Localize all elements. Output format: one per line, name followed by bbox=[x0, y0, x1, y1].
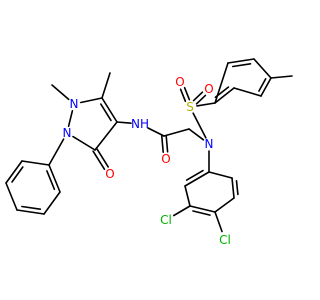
sulfonyl-oxygen-2-label: O bbox=[204, 82, 213, 96]
single-bond bbox=[233, 87, 262, 97]
single-bond bbox=[196, 102, 216, 107]
single-bond bbox=[173, 205, 191, 217]
single-bond bbox=[208, 171, 233, 179]
double-bond-line bbox=[165, 135, 169, 153]
single-bond bbox=[51, 84, 70, 101]
double-bond-line bbox=[92, 150, 106, 170]
single-bond bbox=[21, 160, 50, 166]
single-bond bbox=[214, 62, 229, 104]
single-bond bbox=[48, 138, 65, 166]
double-bond-line bbox=[101, 97, 118, 123]
double-bond-inner-line bbox=[11, 166, 24, 183]
pyrazolone-oxygen-label: O bbox=[105, 167, 114, 181]
double-bond-line bbox=[179, 88, 187, 103]
double-bond-line bbox=[161, 135, 164, 153]
sulfonyl-oxygen-1-label: O bbox=[175, 75, 184, 89]
sulfur-atom-label: S bbox=[186, 100, 194, 114]
double-bond-line bbox=[214, 87, 235, 104]
double-bond-line bbox=[183, 86, 191, 101]
single-bond bbox=[43, 191, 61, 215]
single-bond bbox=[94, 121, 118, 151]
double-bond-line bbox=[195, 94, 207, 105]
double-bond-inner-line bbox=[232, 62, 252, 68]
single-bond bbox=[5, 182, 18, 211]
double-bond-line bbox=[184, 171, 210, 187]
double-bond-line bbox=[96, 148, 109, 168]
double-bond-line bbox=[16, 209, 45, 215]
double-bond-inner-line bbox=[46, 170, 56, 191]
double-bond-inner-line bbox=[100, 103, 112, 122]
double-bond-line bbox=[192, 91, 204, 102]
single-bond bbox=[270, 75, 293, 79]
double-bond-inner-line bbox=[21, 205, 42, 210]
single-bond bbox=[80, 97, 103, 104]
single-bond bbox=[147, 127, 165, 137]
double-bond-line bbox=[231, 177, 235, 199]
ring-nitrogen-1-label: N bbox=[63, 126, 72, 140]
single-bond bbox=[214, 197, 235, 213]
double-bond-inner-line bbox=[235, 180, 239, 196]
nh-atom-label: NH bbox=[131, 117, 149, 131]
single-bond bbox=[253, 58, 272, 79]
double-bond-line bbox=[189, 205, 216, 213]
sulfonamide-nitrogen-label: N bbox=[205, 137, 214, 151]
double-bond-inner-line bbox=[185, 169, 204, 181]
double-bond-line bbox=[260, 77, 272, 97]
double-bond-inner-line bbox=[258, 78, 267, 92]
double-bond-inner-line bbox=[192, 210, 211, 216]
single-bond bbox=[163, 128, 190, 137]
single-bond bbox=[188, 128, 205, 141]
double-bond-line bbox=[5, 160, 23, 184]
single-bond bbox=[72, 135, 96, 151]
single-bond bbox=[67, 110, 74, 127]
single-bond bbox=[101, 72, 111, 99]
single-bond bbox=[192, 112, 207, 139]
ring-nitrogen-2-label: N bbox=[70, 97, 79, 111]
bond-layer bbox=[5, 58, 293, 233]
amide-oxygen-label: O bbox=[161, 152, 170, 166]
single-bond bbox=[184, 185, 191, 207]
chlorine-2-label: Cl bbox=[219, 233, 231, 247]
single-bond bbox=[116, 121, 132, 124]
double-bond-line bbox=[48, 164, 61, 193]
double-bond-line bbox=[227, 58, 255, 64]
chlorine-1-label: Cl bbox=[160, 213, 172, 227]
single-bond bbox=[214, 211, 223, 233]
